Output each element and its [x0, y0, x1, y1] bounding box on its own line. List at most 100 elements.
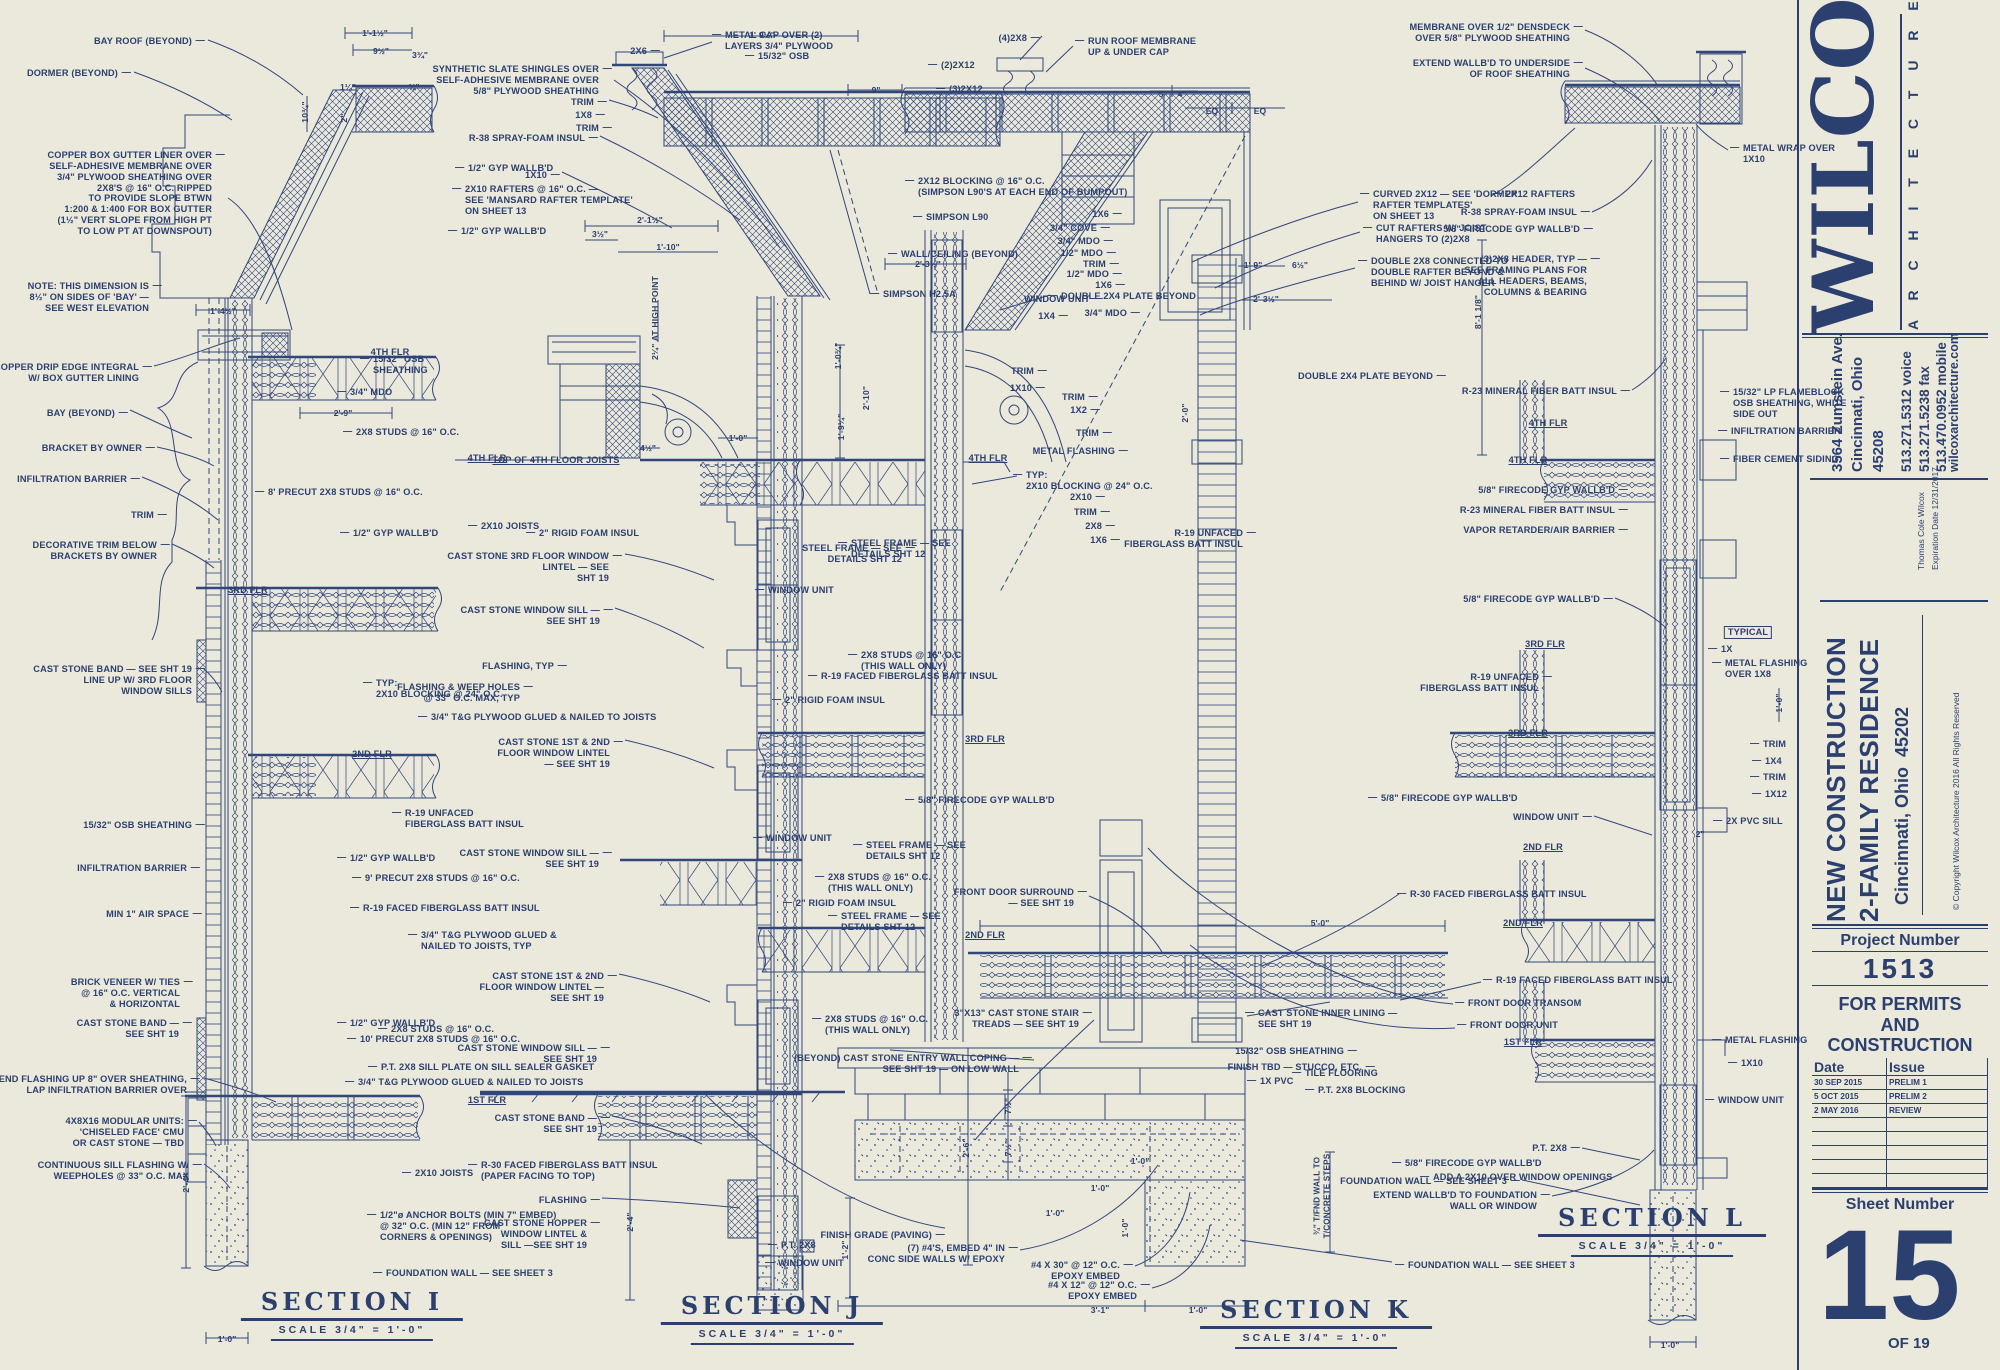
floor-level-label: 2ND FLR: [1523, 842, 1563, 852]
dimension-label: 2'-4": [624, 1212, 635, 1232]
issue-table-row: [1812, 1118, 1988, 1132]
callout-label: 1/2"ø ANCHOR BOLTS (MIN 7" EMBED) @ 32" …: [367, 1209, 557, 1243]
callout-label: 2X8 STUDS @ 16" O.C. (THIS WALL ONLY): [812, 1013, 928, 1036]
callout-label: CAST STONE HOPPER WINDOW LINTEL & SILL —…: [484, 1217, 600, 1251]
callout-label: 1/2" GYP WALLB'D: [337, 852, 435, 864]
callout-label: 1X6: [1095, 279, 1125, 291]
callout-label: 1X10: [525, 169, 560, 181]
issue-date-cell: [1812, 1160, 1887, 1173]
firm-address: 3564 Zumstein Ave. Cincinnati, Ohio 4520…: [1829, 333, 1887, 472]
firm-website: wilcoxarchitecture.com: [1947, 333, 1961, 472]
callout-label: R-19 FACED FIBERGLASS BATT INSUL: [350, 902, 540, 914]
callout-label: WINDOW UNIT: [765, 1257, 844, 1269]
callout-label: FOUNDATION WALL — SEE SHEET 3: [373, 1267, 553, 1279]
dimension-label: 1'-10": [656, 242, 680, 252]
callout-label: CAST STONE 1ST & 2ND FLOOR WINDOW LINTEL…: [497, 736, 623, 770]
callout-label: 3/4" MDO: [1085, 307, 1141, 319]
section-title-text: SECTION L: [1538, 1206, 1766, 1237]
dimension-label: 5'-0": [1310, 918, 1330, 928]
dimension-label: ¾": [408, 82, 420, 92]
callout-label: 3"X13" CAST STONE STAIR TREADS — SEE SHT…: [954, 1007, 1092, 1030]
dimension-label: 9½": [372, 46, 390, 56]
dimension-label: 1'-0": [1090, 1183, 1110, 1193]
callout-label: 9' PRECUT 2X8 STUDS @ 16" O.C.: [352, 872, 520, 884]
dimension-label: 1'-1½": [362, 28, 388, 38]
callout-label: 1/2" GYP WALLB'D: [455, 162, 553, 174]
dimension-label: 1'-0": [1119, 1218, 1130, 1238]
sheet-number: 15: [1818, 1204, 1961, 1347]
callout-label: FOUNDATION WALL — SEE SHEET 3: [1340, 1175, 1520, 1187]
callout-label: 1/2" GYP WALLB'D: [448, 225, 546, 237]
callout-label: R-19 UNFACED FIBERGLASS BATT INSUL: [392, 807, 524, 830]
callout-label: 3/4" MDO: [337, 386, 392, 398]
issue-date-cell: [1812, 1132, 1887, 1145]
section-title-text: SECTION I: [240, 1290, 464, 1321]
issue-label-cell: [1887, 1132, 1988, 1145]
callout-label: P.T. 2X8 BLOCKING: [1305, 1084, 1406, 1096]
logo-wordmark: WILCOX: [1794, 0, 1893, 334]
callout-label: 2X8 STUDS @ 16" O.C.: [378, 1023, 494, 1035]
callout-label: R-30 FACED FIBERGLASS BATT INSUL: [1397, 888, 1587, 900]
dimension-label: 3'-1": [1090, 1305, 1110, 1315]
license-info: Thomas Cole Wilcox Expiration Date 12/31…: [1916, 466, 1940, 570]
callout-label: COPPER BOX GUTTER LINER OVER SELF-ADHESI…: [48, 149, 226, 237]
callout-label: EXTEND FLASHING UP 8" OVER SHEATHING, LA…: [0, 1073, 200, 1096]
dimension-label: 2'-4": [180, 1173, 191, 1193]
section-title-text: SECTION J: [660, 1294, 884, 1325]
callout-label: 1X10: [1728, 1057, 1763, 1069]
issue-label-cell: REVIEW: [1887, 1104, 1988, 1117]
callout-label: R-23 MINERAL FIBER BATT INSUL: [1462, 385, 1630, 397]
callout-label: METAL FLASHING: [1033, 445, 1129, 457]
dimension-label: 9": [871, 85, 881, 95]
callout-label: 1/2" MDO: [1061, 247, 1117, 259]
issue-date-cell: [1812, 1118, 1887, 1131]
issue-label-cell: PRELIM 2: [1887, 1090, 1988, 1103]
dimension-label: 1'-0": [1660, 1340, 1680, 1350]
issue-date-cell: 5 OCT 2015: [1812, 1090, 1887, 1103]
callout-label: METAL FLASHING: [1712, 1034, 1807, 1046]
callout-label: SYNTHETIC SLATE SHINGLES OVER SELF-ADHES…: [432, 63, 612, 97]
floor-level-label: 4TH FLR: [370, 347, 410, 357]
callout-label: (2)2X12: [928, 59, 975, 71]
callout-label: P.T. 2X8: [1532, 1142, 1580, 1154]
callout-label: TRIM: [131, 509, 167, 521]
dimension-label: 6½": [1291, 260, 1309, 270]
dimension-label: 1'-9¼": [835, 413, 846, 441]
issue-date-cell: [1812, 1146, 1887, 1159]
dimension-label: 2'-6": [960, 1138, 971, 1158]
callout-label: FRONT DOOR TRANSOM: [1455, 997, 1581, 1009]
callout-label: TRIM: [1076, 427, 1112, 439]
callout-label: BAY (BEYOND): [47, 407, 128, 419]
dimension-label: 2'-9": [333, 408, 353, 418]
callout-label: FLASHING, TYP: [482, 660, 567, 672]
callout-label: (7) #4'S, EMBED 4" IN CONC SIDE WALLS W/…: [868, 1242, 1019, 1265]
callout-label: FINISH GRADE (PAVING): [820, 1229, 945, 1241]
callout-label: 1X: [1708, 643, 1733, 655]
callout-label: EXTEND WALLB'D TO FOUNDATION WALL OR WIN…: [1373, 1189, 1550, 1212]
floor-level-label: 3RD FLR: [965, 734, 1005, 744]
callout-label: 3/4" MDO: [1058, 235, 1114, 247]
callout-label: 15/32" OSB: [745, 50, 809, 62]
dimension-label: 1'-9": [1243, 260, 1263, 270]
title-block-border: [1797, 0, 1799, 1370]
callout-label: TRIM: [1074, 506, 1110, 518]
floor-level-label: 3RD FLR: [1525, 639, 1565, 649]
callout-label: VAPOR RETARDER/AIR BARRIER: [1463, 524, 1628, 536]
floor-level-label: 4TH FLR: [1508, 455, 1548, 465]
callout-label: TRIM: [1011, 365, 1047, 377]
floor-level-label: 4TH FLR: [1528, 418, 1568, 428]
callout-label: BRACKET BY OWNER: [42, 442, 155, 454]
callout-label: 15/32" OSB SHEATHING: [360, 353, 428, 376]
callout-label: 4X8X16 MODULAR UNITS: 'CHISELED FACE' CM…: [65, 1115, 197, 1149]
callout-label: 5/8" FIRECODE GYP WALLB'D: [1463, 593, 1613, 605]
project-number-label: Project Number: [1840, 932, 1960, 949]
callout-label: #4 X 12" @ 12" O.C. EPOXY EMBED: [1048, 1279, 1150, 1302]
dimension-label: 1'-0¾": [832, 342, 843, 370]
floor-level-label: 2ND FLR: [965, 930, 1005, 940]
logo-subtitle: A R C H I T E C T U R E: [1905, 0, 1921, 330]
callout-label: 1/2" MDO: [1067, 268, 1123, 280]
callout-label: 5/8" FIRECODE GYP WALLB'D: [1392, 1157, 1542, 1169]
